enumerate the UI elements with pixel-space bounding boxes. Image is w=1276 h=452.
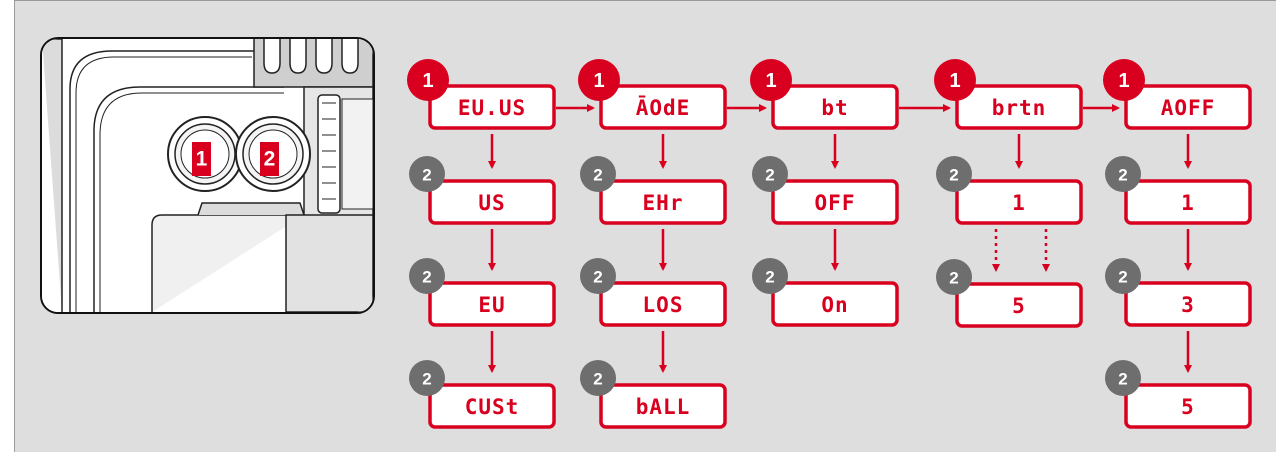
menu-evus-text: EU.US <box>458 96 526 120</box>
menu-evus-box <box>428 84 556 130</box>
option-mode-1-badge-number: 2 <box>593 268 602 287</box>
button-2-label: 2 <box>264 148 276 171</box>
button-1-label: 1 <box>196 148 208 171</box>
button-2-marker <box>260 142 279 176</box>
option-bt-1-badge <box>752 258 788 294</box>
option-mode-0-badge-number: 2 <box>593 166 602 185</box>
option-brtn-1-badge-number: 2 <box>949 269 958 288</box>
option-mode-1-badge <box>580 258 616 294</box>
option-evus-2-box <box>428 383 556 429</box>
option-bt-0-badge-number: 2 <box>765 166 774 185</box>
option-evus-2-badge <box>409 360 445 396</box>
option-mode-0-box <box>599 179 727 225</box>
option-bt-1-badge-number: 2 <box>765 268 774 287</box>
option-evus-2-badge-number: 2 <box>422 370 431 389</box>
menu-bt-badge-number: 1 <box>765 70 776 92</box>
option-aoff-1-badge-number: 2 <box>1118 268 1127 287</box>
option-mode-1-text: LOS <box>643 293 684 317</box>
option-aoff-2-text: 5 <box>1181 395 1195 419</box>
option-aoff-0-badge <box>1105 156 1141 192</box>
option-evus-0-box <box>428 179 556 225</box>
option-mode-2-badge <box>580 360 616 396</box>
option-aoff-1-box <box>1124 281 1252 327</box>
option-mode-2-text: bALL <box>636 395 691 419</box>
option-evus-0-badge <box>409 156 445 192</box>
menu-brtn-badge-number: 1 <box>949 70 960 92</box>
option-mode-0-badge <box>580 156 616 192</box>
option-mode-0-text: EHr <box>643 191 684 215</box>
option-evus-1-badge-number: 2 <box>422 268 431 287</box>
device-illustration: 1 2 <box>40 37 375 314</box>
option-aoff-2-box <box>1124 383 1252 429</box>
menu-brtn-badge <box>934 59 976 101</box>
option-brtn-0-badge-number: 2 <box>949 166 958 185</box>
menu-bt-badge <box>750 59 792 101</box>
device-drawing: 1 2 <box>42 39 373 312</box>
option-evus-1-text: EU <box>478 293 505 317</box>
option-aoff-0-text: 1 <box>1181 191 1195 215</box>
option-aoff-2-badge-number: 2 <box>1118 370 1127 389</box>
option-evus-0-badge-number: 2 <box>422 166 431 185</box>
menu-bt-box <box>771 84 899 130</box>
option-mode-2-box <box>599 383 727 429</box>
menu-bt-text: bt <box>821 96 848 120</box>
menu-mode-text: ĀOdE <box>636 95 691 120</box>
menu-mode-badge <box>578 59 620 101</box>
option-aoff-1-text: 3 <box>1181 293 1195 317</box>
option-evus-1-badge <box>409 258 445 294</box>
menu-brtn-box <box>955 84 1083 130</box>
option-bt-1-text: On <box>821 293 848 317</box>
menu-brtn-text: brtn <box>992 96 1047 120</box>
menu-aoff-box <box>1124 84 1252 130</box>
option-brtn-1-text: 5 <box>1012 294 1026 318</box>
option-brtn-1-box <box>955 282 1083 328</box>
option-bt-1-box <box>771 281 899 327</box>
option-mode-2-badge-number: 2 <box>593 370 602 389</box>
option-aoff-1-badge <box>1105 258 1141 294</box>
menu-aoff-text: AOFF <box>1161 96 1216 120</box>
option-brtn-0-text: 1 <box>1012 191 1026 215</box>
button-1-marker <box>192 142 211 176</box>
option-evus-2-text: CUSt <box>465 395 520 419</box>
option-evus-1-box <box>428 281 556 327</box>
menu-mode-box <box>599 84 727 130</box>
option-mode-1-box <box>599 281 727 327</box>
menu-evus-badge <box>407 59 449 101</box>
menu-aoff-badge-number: 1 <box>1118 70 1129 92</box>
option-bt-0-box <box>771 179 899 225</box>
menu-aoff-badge <box>1103 59 1145 101</box>
option-brtn-1-badge <box>936 259 972 295</box>
option-brtn-0-badge <box>936 156 972 192</box>
menu-mode-badge-number: 1 <box>593 70 604 92</box>
option-bt-0-badge <box>752 156 788 192</box>
option-aoff-0-badge-number: 2 <box>1118 166 1127 185</box>
option-bt-0-text: OFF <box>815 191 856 215</box>
option-aoff-2-badge <box>1105 360 1141 396</box>
menu-evus-badge-number: 1 <box>422 70 433 92</box>
option-brtn-0-box <box>955 179 1083 225</box>
option-aoff-0-box <box>1124 179 1252 225</box>
option-evus-0-text: US <box>478 191 505 215</box>
